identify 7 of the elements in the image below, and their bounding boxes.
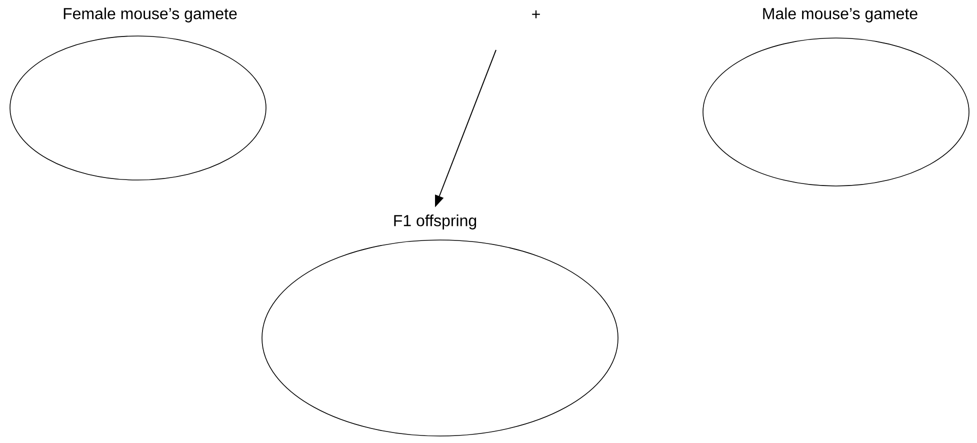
oval: F1 offspring — [262, 214, 618, 436]
oval: Female mouse’s gamete — [10, 8, 266, 180]
plus-sign: + — [532, 10, 540, 18]
node-label: Female mouse’s gamete — [64, 8, 237, 22]
oval: Male mouse’s gamete — [702, 8, 970, 186]
node-label: Male mouse’s gamete — [763, 8, 918, 22]
node-label: F1 offspring — [394, 214, 476, 230]
